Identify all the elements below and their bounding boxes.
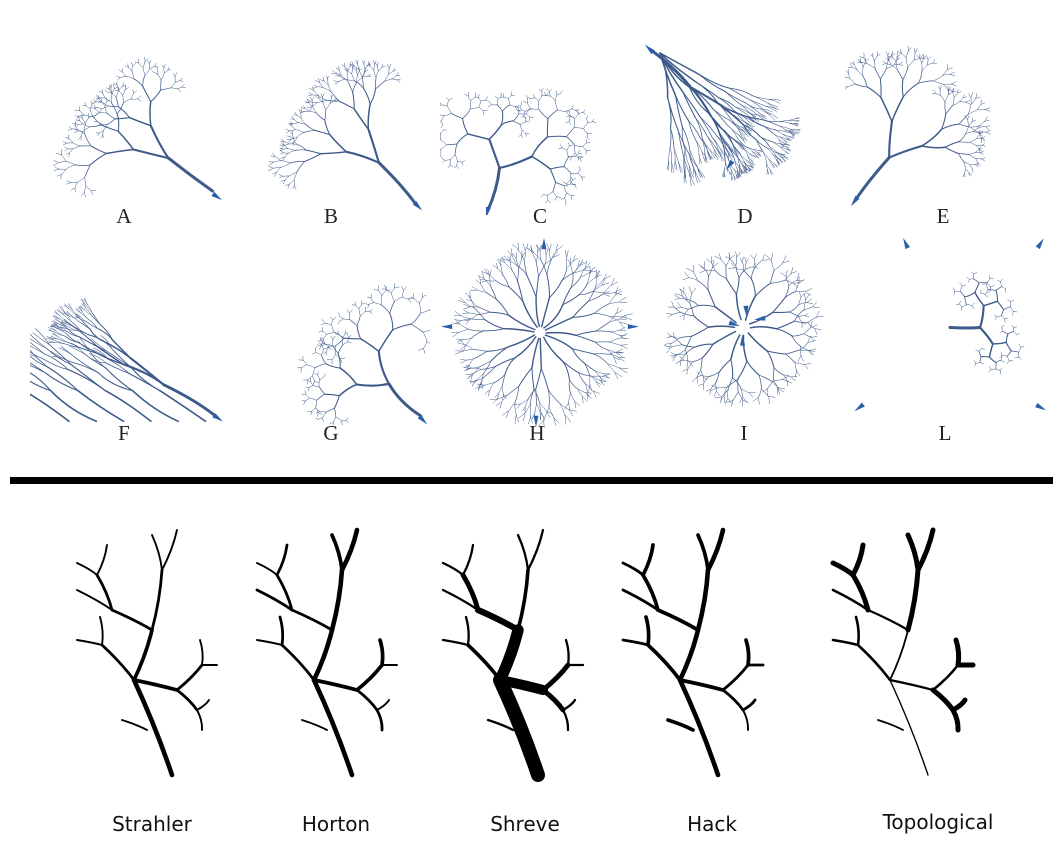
- stream-order-trees: [0, 500, 1053, 840]
- pattern-panel-l: [850, 235, 1050, 420]
- tree-shreve: [443, 530, 583, 775]
- pattern-panel-i: [650, 240, 835, 415]
- pattern-panel-h: [440, 235, 640, 430]
- pattern-panel-a: [32, 30, 222, 205]
- tree-horton: [257, 530, 397, 775]
- caption-strahler: Strahler: [72, 812, 232, 836]
- tree-topological: [833, 530, 973, 775]
- pattern-panel-b: [235, 28, 425, 213]
- tree-strahler: [77, 530, 217, 775]
- pattern-label-a: A: [104, 204, 144, 229]
- pattern-label-d: D: [725, 204, 765, 229]
- section-divider: [10, 477, 1053, 484]
- pattern-panel-e: [845, 35, 1045, 215]
- caption-shreve: Shreve: [445, 812, 605, 836]
- caption-horton: Horton: [256, 812, 416, 836]
- pattern-label-i: I: [724, 421, 764, 446]
- pattern-label-c: C: [520, 204, 560, 229]
- caption-hack: Hack: [632, 812, 792, 836]
- pattern-label-e: E: [923, 204, 963, 229]
- pattern-panel-g: [240, 240, 430, 425]
- pattern-label-h: H: [517, 421, 557, 446]
- pattern-panel-c: [440, 30, 630, 215]
- pattern-panel-d: [640, 35, 840, 215]
- pattern-label-g: G: [311, 421, 351, 446]
- tree-hack: [623, 530, 763, 775]
- pattern-label-l: L: [925, 421, 965, 446]
- caption-topological: Topological: [858, 810, 1018, 834]
- pattern-label-b: B: [311, 204, 351, 229]
- pattern-panel-f: [30, 240, 225, 425]
- pattern-label-f: F: [104, 421, 144, 446]
